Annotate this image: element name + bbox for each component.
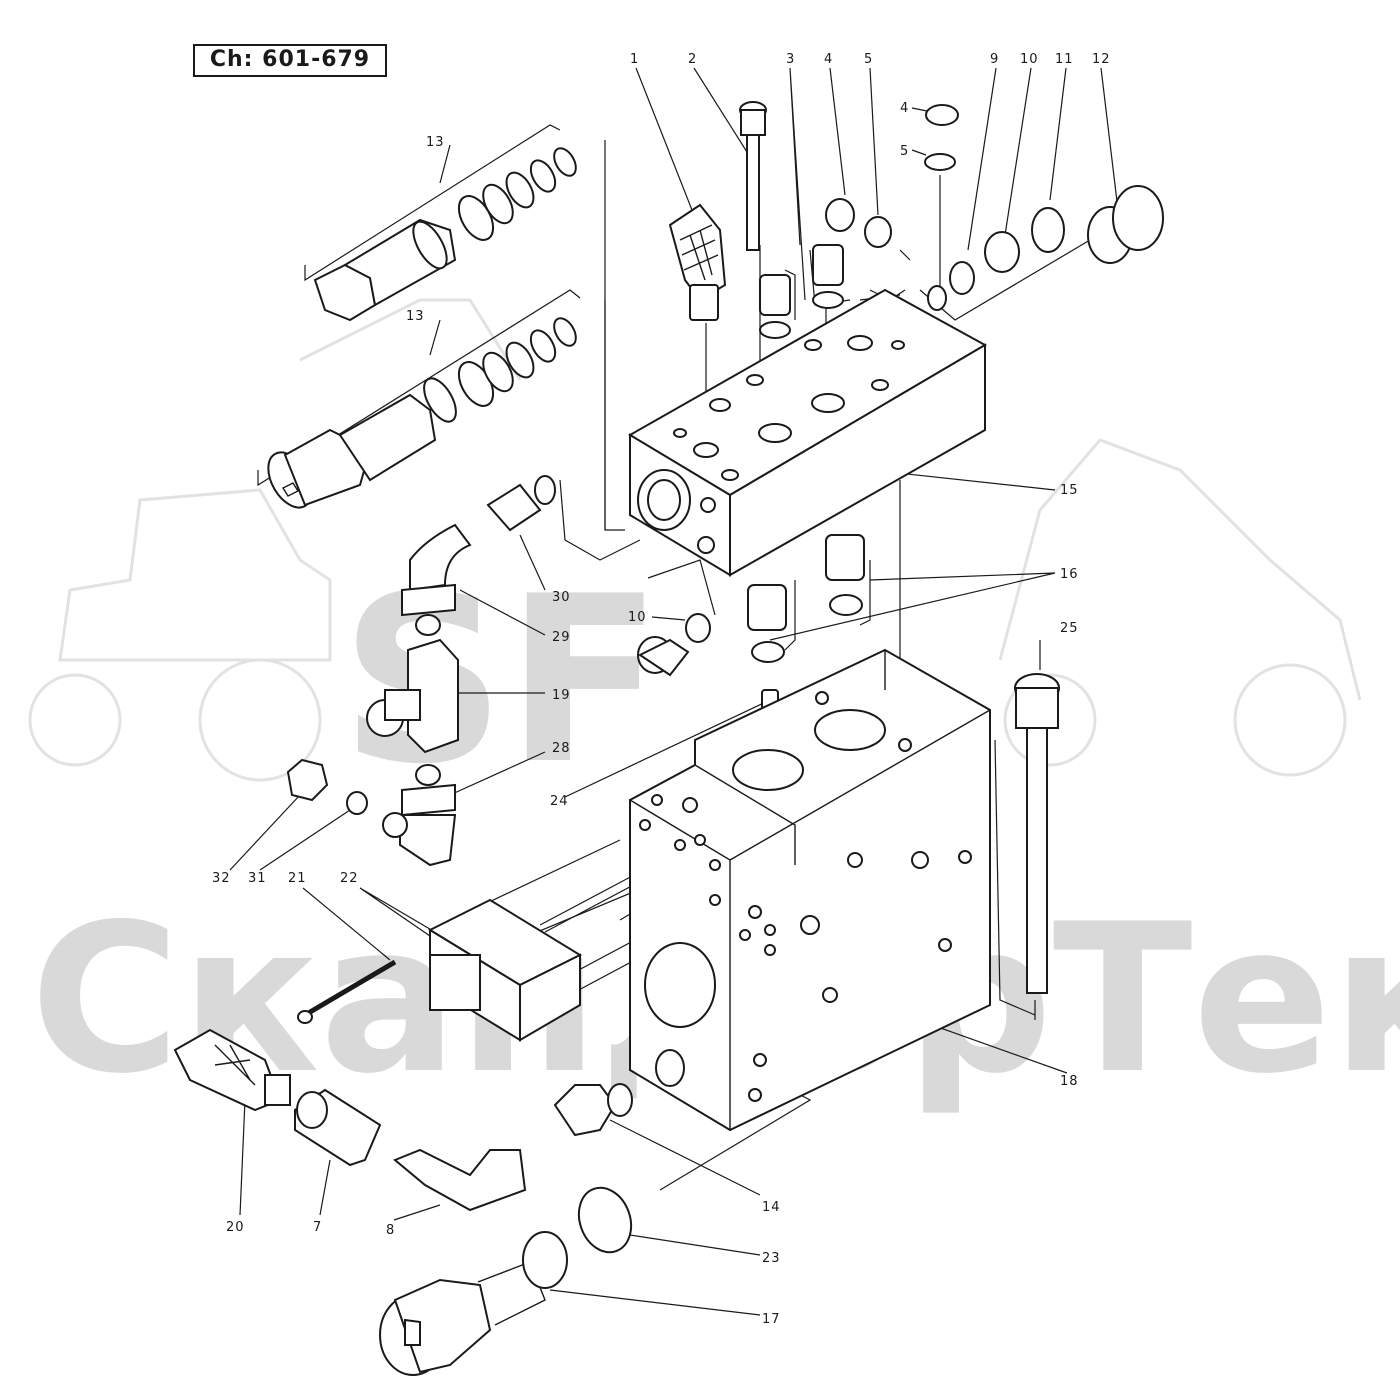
part-13-valve-cartridge-lower xyxy=(267,317,577,509)
part-16-plugs xyxy=(747,534,865,711)
left-fittings xyxy=(286,475,556,867)
callout-12: 12 xyxy=(1092,52,1111,67)
bottom-fittings xyxy=(173,1028,633,1376)
callout-11: 11 xyxy=(1055,52,1074,67)
callout-20: 20 xyxy=(226,1220,245,1235)
callout-4-detail: 4 xyxy=(900,101,909,116)
callout-1: 1 xyxy=(630,52,639,67)
callout-labels: 1 2 3 4 5 9 10 11 12 4 5 13 13 15 16 30 … xyxy=(212,52,1111,1327)
callout-17: 17 xyxy=(762,1312,781,1327)
callout-8: 8 xyxy=(386,1223,395,1238)
callout-16: 16 xyxy=(1060,567,1079,582)
part-22-solenoid xyxy=(427,839,706,1042)
callout-13-upper: 13 xyxy=(426,135,445,150)
callout-15: 15 xyxy=(1060,483,1079,498)
part-13-valve-cartridge-upper xyxy=(313,147,577,322)
callout-25: 25 xyxy=(1060,621,1079,636)
callout-22: 22 xyxy=(340,871,359,886)
callout-31: 31 xyxy=(248,871,267,886)
top-fittings xyxy=(668,101,1164,339)
callout-24: 24 xyxy=(550,794,569,809)
callout-19: 19 xyxy=(552,688,571,703)
callout-4: 4 xyxy=(824,52,833,67)
callout-5: 5 xyxy=(864,52,873,67)
callout-5-detail: 5 xyxy=(900,144,909,159)
callout-3: 3 xyxy=(786,52,795,67)
watermark-logo: SF xyxy=(340,548,663,815)
callout-23: 23 xyxy=(762,1251,781,1266)
callout-9: 9 xyxy=(990,52,999,67)
part-10-plug-middle xyxy=(637,613,711,677)
callout-18: 18 xyxy=(1060,1074,1079,1089)
callout-13-lower: 13 xyxy=(406,309,425,324)
part-15-upper-valve-block xyxy=(628,288,988,577)
callout-7: 7 xyxy=(313,1220,322,1235)
watermark-tractor-left xyxy=(28,298,522,782)
callout-2: 2 xyxy=(688,52,697,67)
callout-32: 32 xyxy=(212,871,231,886)
callout-30: 30 xyxy=(552,590,571,605)
callout-28: 28 xyxy=(552,741,571,756)
callout-14: 14 xyxy=(762,1200,781,1215)
callout-29: 29 xyxy=(552,630,571,645)
part-25-long-bolt xyxy=(1014,673,1060,994)
callout-10: 10 xyxy=(1020,52,1039,67)
part-18-lower-valve-block xyxy=(629,648,991,1132)
callout-10-middle: 10 xyxy=(628,610,647,625)
chassis-range-label: Ch: 601-679 xyxy=(193,44,387,77)
part-21-bolt xyxy=(297,959,397,1024)
watermark-excavator-right xyxy=(998,438,1362,777)
callout-21: 21 xyxy=(288,871,307,886)
